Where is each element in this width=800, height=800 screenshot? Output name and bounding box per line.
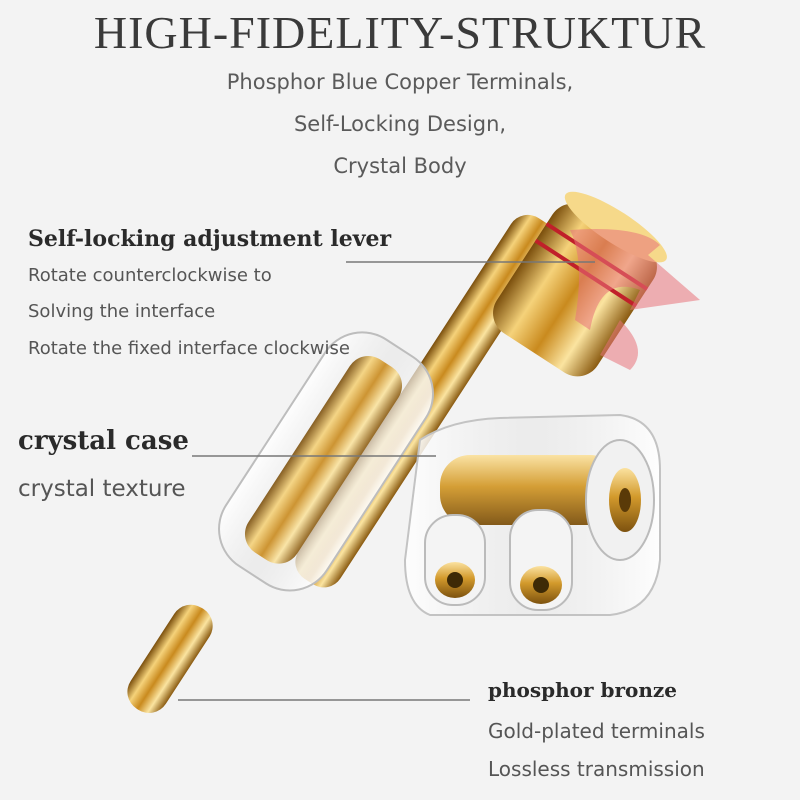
subtitle-line: Self-Locking Design, bbox=[293, 112, 507, 136]
lever-callout-line: Rotate counterclockwise to bbox=[28, 265, 272, 286]
terminal-screw-right bbox=[509, 509, 573, 611]
pin-tip bbox=[127, 604, 213, 713]
subtitle-line: Phosphor Blue Copper Terminals, bbox=[226, 70, 574, 94]
lever-callout-line: Rotate the fixed interface clockwise bbox=[28, 338, 350, 359]
page-title: HIGH-FIDELITY-STRUKTUR bbox=[93, 7, 707, 58]
case-callout-line: crystal texture bbox=[18, 476, 186, 502]
lever-callout-title: Self-locking adjustment lever bbox=[28, 226, 392, 252]
bronze-callout-line: Gold-plated terminals bbox=[488, 719, 705, 743]
terminal-screw-left bbox=[424, 514, 486, 606]
case-callout-title: crystal case bbox=[18, 426, 189, 456]
bronze-callout-line: Lossless transmission bbox=[488, 757, 705, 781]
rotation-arrow-icon bbox=[570, 229, 700, 370]
subtitle-line: Crystal Body bbox=[333, 154, 467, 178]
crystal-sleeve bbox=[218, 331, 434, 592]
lever-callout-line: Solving the interface bbox=[28, 301, 216, 322]
bronze-callout-title: phosphor bronze bbox=[488, 678, 677, 702]
